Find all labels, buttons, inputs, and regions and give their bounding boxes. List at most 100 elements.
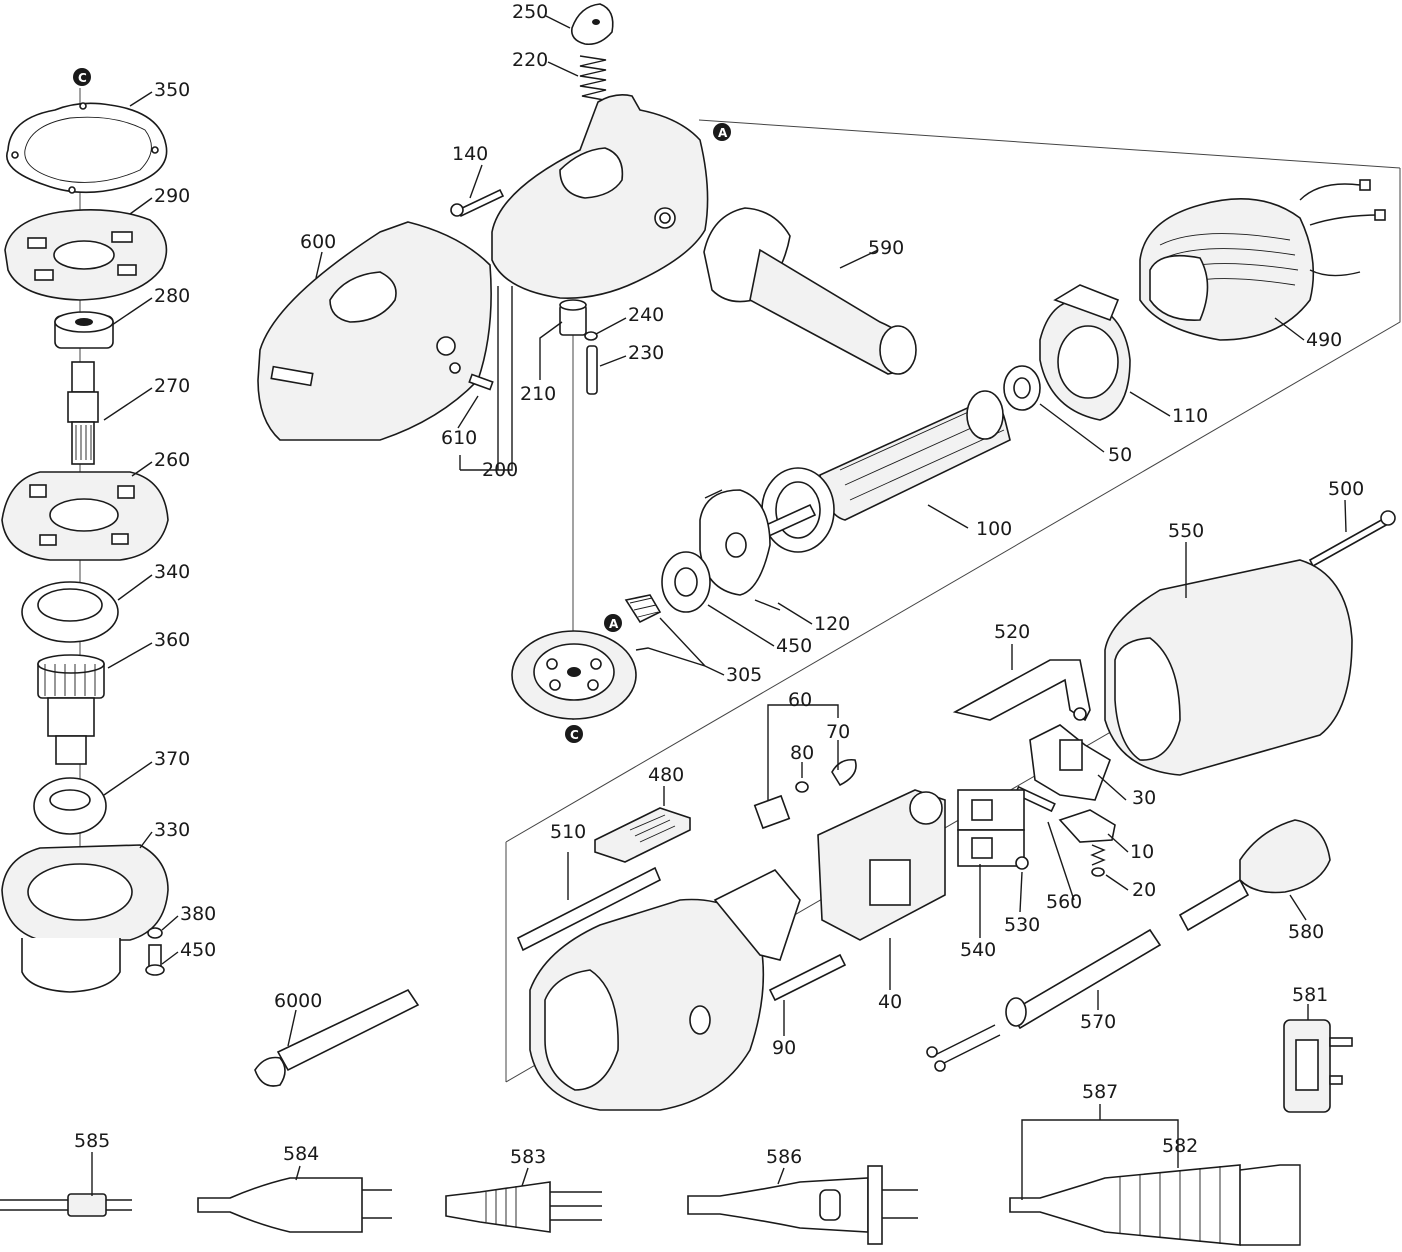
label-600: 600: [300, 231, 336, 253]
label-270: 270: [154, 375, 190, 397]
label-610: 610: [441, 427, 477, 449]
part-100-armature: [753, 390, 1011, 553]
label-585: 585: [74, 1130, 110, 1152]
label-520: 520: [994, 621, 1030, 643]
label-590: 590: [868, 237, 904, 259]
label-240: 240: [628, 304, 664, 326]
part-110-bearing-seat: [1039, 284, 1131, 421]
label-120: 120: [814, 613, 850, 635]
label-584: 584: [283, 1143, 319, 1165]
label-350: 360: [154, 629, 190, 651]
part-305-bevel-gear: [511, 630, 637, 720]
label-583: 583: [510, 1146, 546, 1168]
label-530: 530: [1004, 914, 1040, 936]
label-581: 581: [1292, 984, 1328, 1006]
part-370-380-screw: [145, 927, 165, 976]
part-20-screw: [1090, 844, 1106, 877]
part-230-pin: [586, 345, 598, 395]
part-586-plug: [687, 1165, 918, 1245]
part-40-switch-assembly: [817, 789, 946, 941]
part-280-bearing: [54, 311, 114, 349]
part-30-holder: [1029, 724, 1111, 801]
part-120-baffle: [699, 489, 781, 611]
label-10: 10: [1130, 841, 1154, 863]
label-210: 210: [520, 383, 556, 405]
part-6000-grease-tube: [254, 988, 420, 1087]
label-220: 220: [512, 49, 548, 71]
label-100: 100: [976, 518, 1012, 540]
part-210-bush: [559, 299, 587, 336]
part-140-screw: [450, 188, 505, 218]
part-550-motor-housing: [1104, 559, 1353, 776]
part-gear-cover: [491, 94, 709, 299]
part-520-bracket: [952, 659, 1091, 722]
part-583-plug: [445, 1181, 602, 1233]
label-380: 450: [180, 939, 216, 961]
label-280: 280: [154, 285, 190, 307]
label-560: 560: [1046, 891, 1082, 913]
label-305: 305: [726, 664, 762, 686]
label-110: 110: [1172, 405, 1208, 427]
svg-text:C: C: [570, 728, 579, 742]
label-510: 510: [550, 821, 586, 843]
leader-lines: [91, 15, 1347, 1200]
label-290: 290: [154, 185, 190, 207]
part-500-screw: [1308, 510, 1396, 568]
part-570-cable-sleeve: [926, 928, 1162, 1072]
label-586: 586: [766, 1146, 802, 1168]
label-20: 20: [1132, 879, 1156, 901]
label-80: 80: [790, 742, 814, 764]
label-500: 500: [1328, 478, 1364, 500]
part-510-switch-rod: [516, 866, 662, 952]
part-10-clamp: [1058, 809, 1116, 843]
part-587-582-plug: [1009, 1164, 1301, 1246]
part-305-pinion: [624, 594, 662, 624]
part-260-flange: [1, 471, 169, 561]
part-320-gasket: [6, 102, 168, 194]
part-240-ring: [584, 331, 598, 341]
label-490: 490: [1306, 329, 1342, 351]
part-labels: 350 290 280 270 260 340 360 370 330 380 …: [74, 1, 1364, 1168]
part-290-plate: [4, 208, 168, 301]
label-330: 330: [154, 819, 190, 841]
label-230: 230: [628, 342, 664, 364]
label-6000: 6000: [274, 990, 322, 1012]
part-600-housing-cover: [257, 221, 492, 441]
label-260: 260: [154, 449, 190, 471]
label-200: 200: [482, 459, 518, 481]
label-570: 570: [1080, 1011, 1116, 1033]
svg-text:A: A: [718, 126, 728, 140]
label-370: 380: [180, 903, 216, 925]
reference-mark-c-bottom: C: [565, 725, 583, 743]
label-582: 582: [1162, 1135, 1198, 1157]
label-60: 60: [788, 689, 812, 711]
part-360-bearing: [33, 777, 107, 835]
part-480-switch-button: [594, 807, 691, 863]
label-540: 540: [960, 939, 996, 961]
reference-mark-c-top: C: [73, 68, 91, 86]
label-360: 370: [154, 748, 190, 770]
label-40: 40: [878, 991, 902, 1013]
label-250: 250: [512, 1, 548, 23]
svg-text:A: A: [609, 617, 619, 631]
label-320: 350: [154, 79, 190, 101]
part-270-spindle: [67, 361, 99, 465]
label-340: 340: [154, 561, 190, 583]
label-90: 90: [772, 1037, 796, 1059]
part-580-plug: [1178, 819, 1331, 932]
label-450: 450: [776, 635, 812, 657]
part-585-plug: [0, 1193, 132, 1217]
part-490-stator: [1139, 179, 1386, 341]
part-610-screw: [468, 373, 494, 391]
part-220-spring: [579, 55, 607, 101]
part-250-cap: [570, 3, 614, 46]
label-587: 587: [1082, 1081, 1118, 1103]
part-450-bearing: [661, 551, 711, 613]
label-580: 580: [1288, 921, 1324, 943]
svg-text:C: C: [78, 71, 87, 85]
label-480: 480: [648, 764, 684, 786]
part-90-motor-housing: [529, 869, 847, 1111]
part-60-80-70-contacts: [753, 758, 857, 830]
part-340-ring: [21, 581, 119, 643]
